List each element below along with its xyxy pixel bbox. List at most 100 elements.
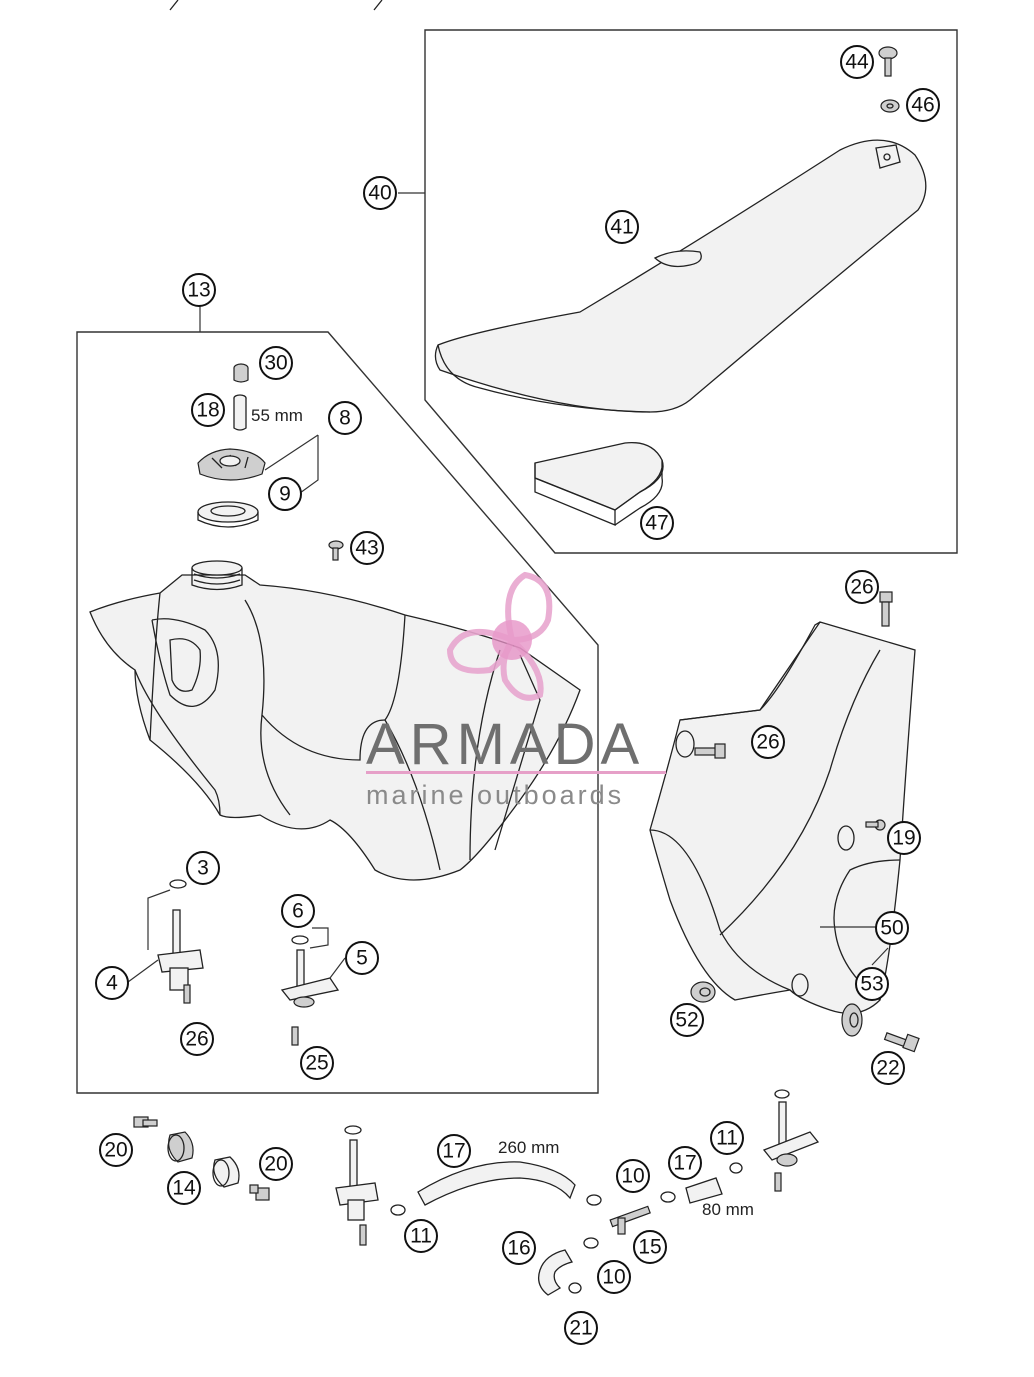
- callout: 30: [259, 346, 293, 380]
- cover-bolt-mid: [694, 743, 726, 759]
- fuel-tank-group-frame: [76, 331, 599, 1094]
- fuel-tap-left: [157, 909, 204, 1004]
- svg-text:20: 20: [104, 1139, 127, 1162]
- callout: 20: [259, 1147, 293, 1181]
- svg-text:5: 5: [356, 947, 368, 970]
- svg-text:14: 14: [172, 1177, 196, 1200]
- fuel-tap-spare: [335, 1125, 379, 1246]
- fuel-hose-elbow: [537, 1249, 573, 1296]
- svg-text:13: 13: [187, 279, 210, 302]
- svg-text:40: 40: [368, 182, 391, 205]
- cover-grommet: [690, 981, 716, 1003]
- callout: 13: [182, 273, 216, 307]
- seat-screw: [878, 46, 898, 77]
- callout: 47: [640, 506, 674, 540]
- fuel-cap: [197, 448, 266, 481]
- svg-text:8: 8: [339, 407, 351, 430]
- svg-text:50: 50: [880, 917, 903, 940]
- mount-bolt-left: [133, 1116, 158, 1128]
- callout: 4: [95, 966, 129, 1000]
- callout: 10: [616, 1159, 650, 1193]
- svg-text:53: 53: [860, 973, 883, 996]
- svg-text:22: 22: [876, 1057, 899, 1080]
- callout: 3: [186, 851, 220, 885]
- fuel-tap-far-right: [762, 1089, 820, 1192]
- callout: 43: [350, 531, 384, 565]
- svg-text:11: 11: [716, 1127, 738, 1150]
- vent-hose-length: 55 mm: [251, 406, 303, 425]
- callouts: 44 46 40 41 47 13 30 18 8 9 43 26 26 19 …: [95, 45, 940, 1345]
- seat-group-frame: [424, 29, 958, 554]
- watermark-brand: ARMADA: [366, 712, 644, 777]
- callout: 9: [268, 477, 302, 511]
- svg-text:41: 41: [610, 216, 633, 239]
- callout: 52: [670, 1003, 704, 1037]
- svg-text:25: 25: [305, 1052, 328, 1075]
- callout: 26: [180, 1022, 214, 1056]
- seat: [434, 139, 927, 413]
- svg-text:9: 9: [279, 483, 291, 506]
- svg-text:21: 21: [569, 1317, 592, 1340]
- watermark-tagline: marine outboards: [366, 780, 624, 810]
- vent-hose: 55 mm: [233, 394, 303, 431]
- fuel-hose-long-length: 260 mm: [498, 1138, 559, 1157]
- svg-text:20: 20: [264, 1153, 287, 1176]
- callout: 20: [99, 1133, 133, 1167]
- cover-rubber-grommet: [841, 1003, 863, 1037]
- svg-text:15: 15: [638, 1236, 661, 1259]
- callout: 8: [328, 401, 362, 435]
- rubber-spacers: [167, 1131, 240, 1188]
- callout: 25: [300, 1046, 334, 1080]
- fuel-cap-gasket: [197, 501, 259, 528]
- seat-bushing: [880, 99, 900, 113]
- cover-bolt-top: [879, 591, 893, 627]
- svg-text:4: 4: [106, 972, 118, 995]
- callout: 16: [502, 1231, 536, 1265]
- svg-text:26: 26: [756, 731, 779, 754]
- svg-text:43: 43: [355, 537, 378, 560]
- propeller-logo-icon: [446, 571, 553, 701]
- svg-text:26: 26: [850, 576, 873, 599]
- callout: 6: [281, 894, 315, 928]
- seat-group: [398, 29, 958, 554]
- screw-43: [328, 540, 344, 561]
- svg-text:11: 11: [410, 1225, 432, 1248]
- callout: 11: [710, 1121, 744, 1155]
- watermark: ARMADA marine outboards: [366, 571, 666, 810]
- callout: 18: [191, 393, 225, 427]
- callout: 15: [633, 1230, 667, 1264]
- callout: 14: [167, 1171, 201, 1205]
- callout: 44: [840, 45, 874, 79]
- callout: 40: [363, 176, 397, 210]
- svg-text:3: 3: [197, 857, 209, 880]
- mount-bolt-right: [249, 1184, 270, 1201]
- svg-text:18: 18: [196, 399, 219, 422]
- svg-text:46: 46: [911, 94, 934, 117]
- side-cover-group: [649, 591, 920, 1053]
- svg-text:19: 19: [892, 827, 915, 850]
- callout: 21: [564, 1311, 598, 1345]
- svg-text:52: 52: [675, 1009, 698, 1032]
- svg-text:17: 17: [442, 1140, 465, 1163]
- svg-text:10: 10: [621, 1165, 644, 1188]
- svg-text:10: 10: [602, 1266, 625, 1289]
- hose-t-connector: [609, 1205, 651, 1235]
- callout: 53: [855, 967, 889, 1001]
- callout: 41: [605, 210, 639, 244]
- header-fragment: [169, 0, 383, 11]
- fuel-tank-group: 55 mm: [76, 305, 599, 1094]
- fuel-tap-right: [280, 949, 340, 1046]
- vent-cap: [233, 363, 249, 383]
- callout: 17: [437, 1134, 471, 1168]
- callout: 19: [887, 821, 921, 855]
- callout: 10: [597, 1260, 631, 1294]
- side-cover: [649, 621, 916, 1014]
- svg-text:6: 6: [292, 900, 304, 923]
- callout: 11: [404, 1219, 438, 1253]
- cover-screw: [865, 819, 886, 831]
- fuel-hose-short: 80 mm: [685, 1177, 754, 1219]
- fuel-hose-long: 260 mm: [417, 1138, 576, 1206]
- callout: 17: [668, 1146, 702, 1180]
- callout: 50: [875, 911, 909, 945]
